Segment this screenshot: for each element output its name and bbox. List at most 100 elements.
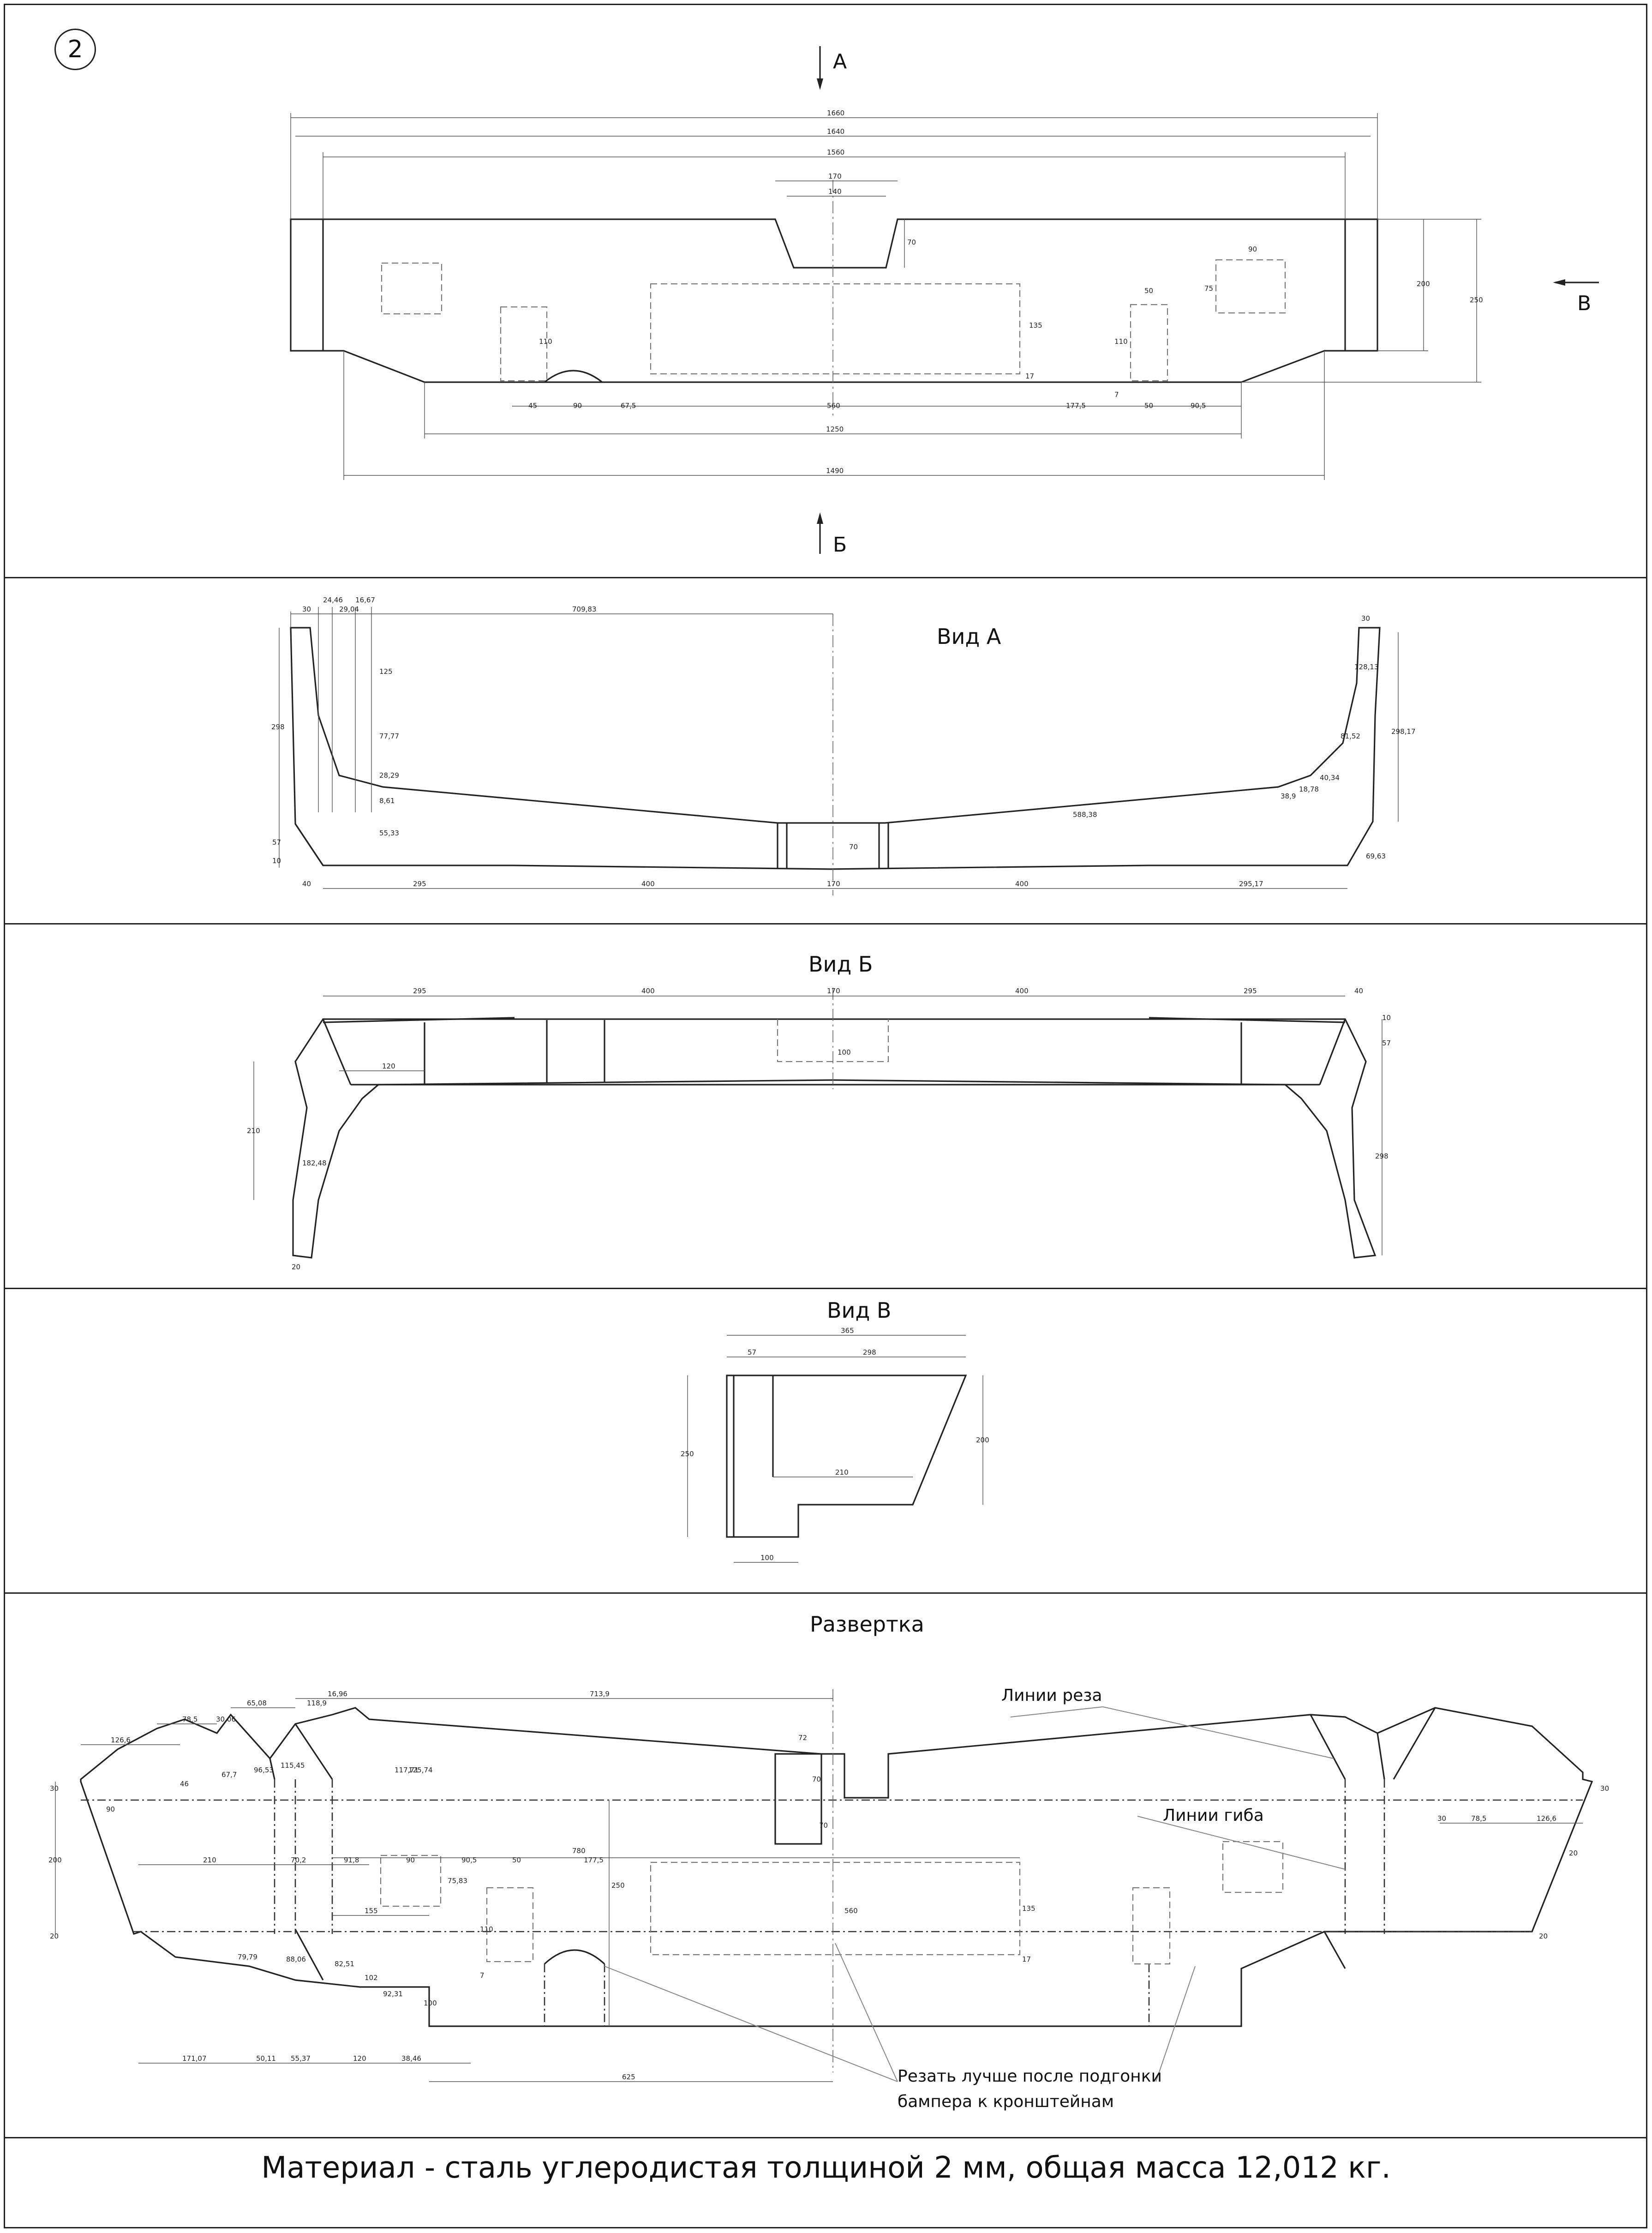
front-view: 1660 1640 1560 170 140 70 90 75 200 250 … [290, 46, 1599, 557]
view-b-title: Вид Б [808, 952, 873, 977]
note-cut-lines: Линии реза [1001, 1686, 1102, 1705]
dim-text: 75,83 [448, 1877, 467, 1885]
dim-text: 40 [302, 880, 311, 888]
dim-text: 96,53 [254, 1766, 274, 1774]
dim-text: 69,63 [1366, 852, 1386, 860]
dim-text: 17 [1025, 372, 1034, 380]
dim-text: 126,6 [1537, 1814, 1556, 1823]
dim-text: 65,08 [247, 1699, 267, 1707]
dim-text: 1250 [826, 425, 844, 433]
dim-text: 16,67 [355, 596, 375, 604]
dim-text: 57 [748, 1348, 756, 1357]
dim-text: 77,77 [379, 732, 399, 740]
dim-text: 28,29 [379, 771, 399, 780]
dim-text: 1660 [827, 109, 844, 117]
note-cut-after-2: бампера к кронштейнам [898, 2092, 1114, 2111]
dim-text: 88,06 [286, 1955, 306, 1963]
dim-text: 90 [106, 1805, 115, 1813]
dim-text: 250 [611, 1881, 625, 1890]
view-a-outline [290, 627, 1381, 870]
dim-text: 50 [512, 1856, 521, 1864]
dim-text: 713,9 [590, 1690, 610, 1698]
dim-text: 50,11 [256, 2054, 276, 2063]
dim-text: 102 [365, 1974, 378, 1982]
dim-text: 16,96 [328, 1690, 347, 1698]
dim-text: 78,5 [1471, 1814, 1486, 1823]
dim-text: 177,5 [1066, 402, 1086, 410]
dim-text: 55,37 [291, 2054, 311, 2063]
sheet-number: 2 [54, 29, 96, 70]
dim-text: 120 [382, 1062, 395, 1070]
dim-text: 90 [573, 402, 582, 410]
dim-text: 400 [1015, 880, 1029, 888]
dim-text: 170 [828, 172, 842, 180]
dim-text: 38,9 [1281, 792, 1296, 800]
dim-text: 295 [413, 880, 426, 888]
dim-text: 40 [1354, 987, 1363, 995]
dim-text: 128,13 [1354, 663, 1379, 671]
dim-text: 200 [1417, 280, 1430, 288]
dim-text: 100 [424, 1999, 437, 2007]
divider-3 [4, 1288, 1647, 1289]
view-b: Вид Б 295 400 170 400 295 40 10 57 120 1… [247, 952, 1391, 1271]
dim-text: 155 [365, 1907, 378, 1915]
dim-text: 295 [1244, 987, 1257, 995]
dim-text: 117,71 [395, 1766, 419, 1774]
dim-text: 7 [1114, 390, 1119, 399]
dim-text: 625 [622, 2073, 635, 2081]
dim-text: 115,45 [281, 1761, 305, 1770]
dim-text: 10 [1382, 1014, 1391, 1022]
dim-text: 70 [907, 238, 916, 246]
dim-text: 1490 [826, 467, 844, 475]
view-v-outline [726, 1375, 967, 1538]
dim-text: 18,78 [1299, 785, 1319, 793]
dim-text: 210 [835, 1468, 849, 1477]
dim-text: 70,2 [291, 1856, 306, 1864]
dim-text: 67,5 [621, 402, 636, 410]
dim-text: 200 [48, 1856, 62, 1864]
dim-text: 118,9 [307, 1699, 327, 1707]
dim-text: 560 [827, 402, 840, 410]
dim-text: 125,74 [408, 1766, 433, 1774]
dim-text: 120 [353, 2054, 366, 2063]
dim-text: 365 [841, 1327, 854, 1335]
dim-text: 210 [203, 1856, 216, 1864]
dim-text: 30 [50, 1784, 59, 1793]
dim-text: 110 [480, 1925, 493, 1933]
view-v-title: Вид В [827, 1298, 891, 1323]
dim-text: 100 [760, 1554, 774, 1562]
dim-text: 10 [272, 857, 281, 865]
dim-text: 20 [1569, 1849, 1578, 1857]
dim-text: 8,61 [379, 797, 395, 805]
dim-text: 110 [539, 337, 552, 346]
flat-pattern-title: Развертка [810, 1612, 924, 1637]
dim-text: 40,34 [1320, 774, 1340, 782]
dim-text: 100 [838, 1048, 851, 1056]
dim-text: 177,5 [584, 1856, 604, 1864]
flat-outline [80, 1707, 1593, 2027]
dim-text: 170 [827, 987, 840, 995]
dim-text: 780 [572, 1847, 586, 1855]
dim-text: 82,51 [335, 1960, 354, 1968]
dim-text: 90 [406, 1856, 415, 1864]
dim-text: 78,5 [182, 1715, 198, 1723]
dim-text: 709,83 [572, 605, 597, 613]
dim-text: 20 [292, 1263, 300, 1271]
dim-text: 135 [1029, 321, 1042, 330]
dim-text: 72 [798, 1734, 807, 1742]
dim-text: 29,04 [339, 605, 359, 613]
dim-text: 91,8 [344, 1856, 359, 1864]
divider-1 [4, 577, 1647, 578]
dim-text: 30,06 [216, 1715, 236, 1723]
dim-text: 560 [844, 1907, 858, 1915]
dim-text: 135 [1022, 1904, 1035, 1913]
dim-text: 75 [1204, 284, 1213, 293]
view-marker-b: Б [833, 533, 847, 557]
dim-text: 200 [976, 1436, 989, 1444]
dim-text: 57 [272, 838, 281, 846]
dim-text: 30 [1437, 1814, 1446, 1823]
note-bend-lines: Линии гиба [1163, 1806, 1264, 1825]
dim-text: 55,33 [379, 829, 399, 837]
dim-text: 250 [681, 1450, 694, 1458]
